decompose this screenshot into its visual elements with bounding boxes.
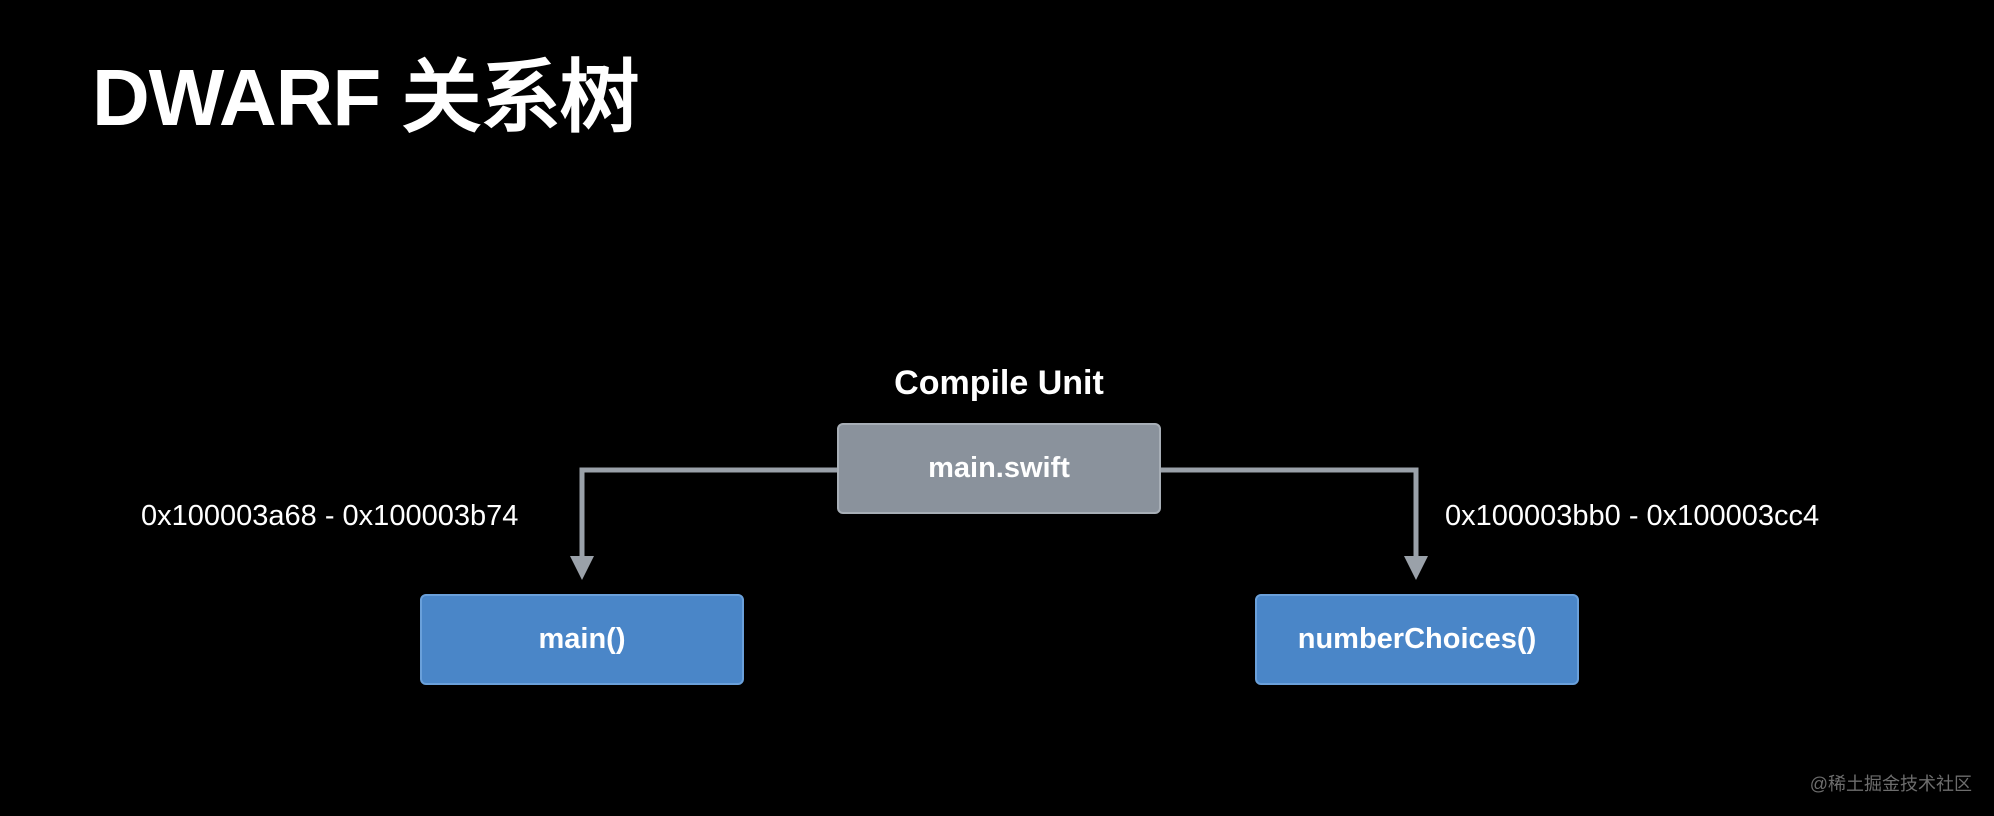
slide-title: DWARF 关系树 — [92, 53, 640, 142]
arrowhead-right — [1404, 556, 1428, 580]
root-node-label: main.swift — [928, 452, 1070, 484]
address-range-number-choices: 0x100003bb0 - 0x100003cc4 — [1445, 500, 1820, 532]
connector-right — [1161, 467, 1419, 560]
arrowhead-left — [570, 556, 594, 580]
watermark: @稀土掘金技术社区 — [1809, 774, 1972, 794]
compile-unit-label: Compile Unit — [894, 364, 1104, 402]
root-node-main-swift: main.swift — [837, 423, 1161, 514]
child-node-number-choices: numberChoices() — [1255, 594, 1579, 685]
child-node-main-label: main() — [538, 623, 626, 655]
address-range-main: 0x100003a68 - 0x100003b74 — [141, 500, 519, 532]
child-node-number-choices-label: numberChoices() — [1297, 623, 1537, 655]
child-node-main: main() — [420, 594, 744, 685]
connector-left — [579, 467, 837, 560]
